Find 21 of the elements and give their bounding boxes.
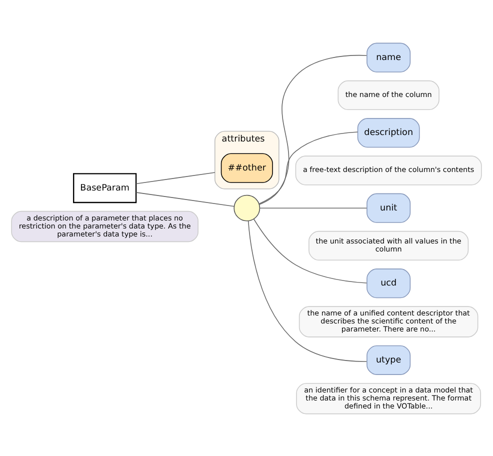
node-box: unit (366, 192, 411, 222)
connector (258, 131, 358, 204)
node-label: a free-text description of the column's contents (302, 164, 474, 174)
connector (136, 192, 234, 206)
connector (259, 207, 368, 208)
node-box: utype (366, 344, 411, 374)
connector (248, 220, 367, 362)
node-box: ucd (366, 268, 411, 298)
node-box: name (366, 42, 411, 72)
node-label: a description of a parameter that places no restriction on the parameter's data type. As the parameter's data type is... (18, 212, 191, 238)
node-box: BaseParam (73, 172, 137, 203)
node-label: the unit associated with all values in the column (316, 236, 462, 253)
connector (253, 218, 368, 283)
node-label: the name of a unified content descriptor that describes the scientific content of the parameter. There are no... (307, 308, 470, 334)
node-box: ##other (220, 152, 273, 182)
node-label: an identifier for a concept in a data model that the data in this schema represent. The format defined in the VOTable... (304, 384, 474, 410)
node-label: the name of the column (345, 89, 432, 98)
node-circle (234, 194, 260, 221)
connector (258, 54, 368, 204)
connector (136, 172, 216, 184)
node-box: description (357, 118, 420, 148)
